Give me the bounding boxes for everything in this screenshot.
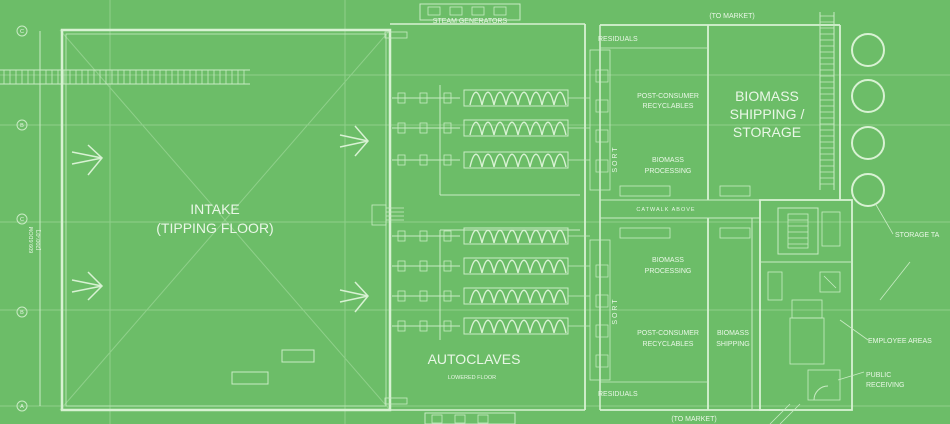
autoclave-unit: [392, 89, 590, 107]
intake-label-1: INTAKE: [190, 201, 240, 217]
biomass-shipping-1: BIOMASS: [717, 330, 749, 337]
to-market-top: (TO MARKET): [709, 13, 754, 20]
grid-marker-4: B: [20, 310, 24, 316]
public-label-2: RECEIVING: [866, 382, 905, 389]
sort-label-top: S O R T: [612, 147, 619, 173]
post-consumer-top-2: RECYCLABLES: [643, 103, 694, 110]
biomass-processing-bottom-2: PROCESSING: [645, 268, 692, 275]
sort-label-bottom: S O R T: [612, 299, 619, 325]
steam-generators-label: STEAM GENERATORS: [433, 18, 508, 25]
autoclave-unit: [392, 287, 590, 305]
autoclave-unit: [392, 119, 590, 137]
arrow-right-icon: [339, 281, 369, 313]
post-consumer-bottom-1: POST-CONSUMER: [637, 330, 699, 337]
lowered-floor-label: LOWERED FLOOR: [448, 375, 496, 381]
biomass-storage-line-2: SHIPPING /: [730, 106, 805, 122]
biomass-processing-bottom-1: BIOMASS: [652, 257, 684, 264]
dimension-text-1: 609.6DOM: [29, 226, 35, 253]
rail-track-right: [819, 12, 835, 190]
residuals-bottom-label: RESIDUALS: [598, 391, 638, 398]
arrow-right-icon: [339, 125, 369, 157]
post-consumer-bottom-2: RECYCLABLES: [643, 341, 694, 348]
sort-conveyors: [589, 49, 751, 381]
autoclave-units: [392, 89, 590, 335]
svg-text:S O R T: S O R T: [612, 147, 619, 173]
grid-marker-1: C: [20, 29, 24, 35]
public-label-1: PUBLIC: [866, 372, 891, 379]
processing-building: [599, 24, 841, 411]
storage-tanks: [851, 33, 894, 235]
arrow-icons: [71, 125, 369, 313]
autoclave-hall: [390, 23, 586, 411]
employee-areas-label: EMPLOYEE AREAS: [868, 338, 932, 345]
biomass-storage-line-1: BIOMASS: [735, 88, 799, 104]
autoclave-unit: [392, 151, 590, 169]
catwalk-label: CATWALK ABOVE: [636, 207, 695, 213]
dimension-text-2: [200'-0"]: [36, 229, 42, 250]
biomass-processing-top-2: PROCESSING: [645, 168, 692, 175]
grid-marker-3: C: [20, 217, 24, 223]
steam-generators-bottom: [424, 412, 516, 424]
grid-marker-5: A: [20, 404, 24, 410]
arrow-right-icon: [71, 271, 104, 301]
rail-track-left: [0, 69, 250, 85]
grid-marker-2: B: [20, 123, 24, 129]
intake-label-2: (TIPPING FLOOR): [156, 220, 273, 236]
dimension-label: 609.6DOM [200'-0"]: [29, 226, 42, 253]
svg-text:S O R T: S O R T: [612, 299, 619, 325]
storage-tanks-label: STORAGE TA: [895, 232, 940, 239]
biomass-shipping-2: SHIPPING: [716, 341, 749, 348]
post-consumer-top-1: POST-CONSUMER: [637, 93, 699, 100]
to-market-bottom: (TO MARKET): [671, 416, 716, 423]
dock-doors: [371, 31, 408, 405]
steam-generators: [419, 3, 521, 21]
biomass-storage-line-3: STORAGE: [733, 124, 801, 140]
residuals-top-label: RESIDUALS: [598, 36, 638, 43]
autoclave-unit: [392, 227, 590, 245]
grid-markers: [16, 25, 41, 412]
employee-areas: [759, 199, 911, 424]
autoclaves-label: AUTOCLAVES: [428, 351, 521, 367]
autoclave-unit: [392, 257, 590, 275]
autoclave-unit: [392, 317, 590, 335]
arrow-right-icon: [71, 144, 104, 176]
biomass-processing-top-1: BIOMASS: [652, 157, 684, 164]
